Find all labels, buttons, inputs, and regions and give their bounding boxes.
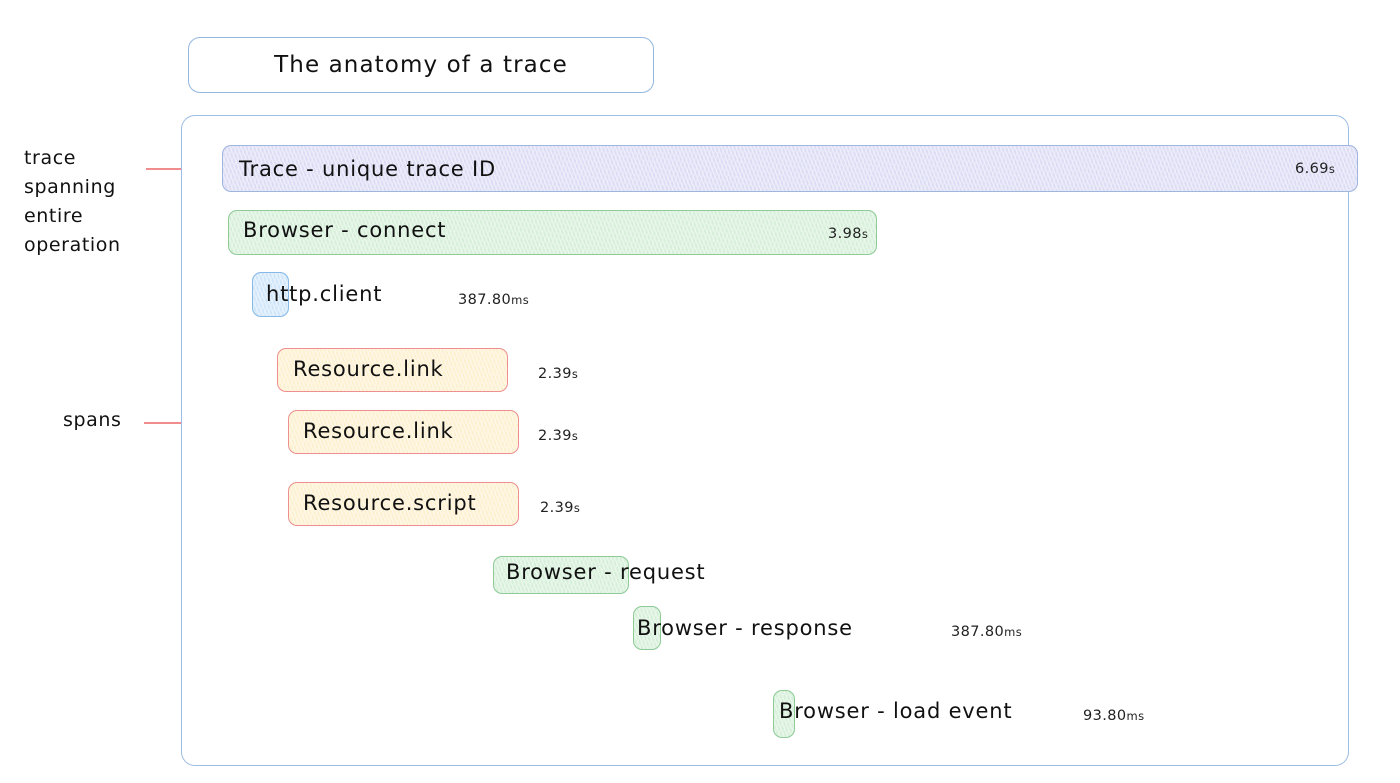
span-duration-http-client: 387.80ms	[458, 292, 530, 308]
span-bar-http-client[interactable]	[252, 272, 289, 317]
span-label-resource-script: Resource.script	[303, 491, 477, 515]
page-title: The anatomy of a trace	[274, 52, 568, 78]
annotation-trace-label: trace spanning entire operation	[24, 147, 121, 256]
spans-leader-horizontal-line	[144, 422, 214, 424]
span-bar-browser-response[interactable]	[633, 606, 661, 650]
span-duration-browser-connect: 3.98s	[828, 226, 869, 242]
span-duration-resource-script: 2.39s	[540, 500, 581, 516]
span-bar-resource-link-2[interactable]	[288, 410, 519, 454]
span-label-browser-connect: Browser - connect	[243, 218, 447, 242]
span-bar-browser-load-event[interactable]	[773, 690, 795, 738]
span-bar-resource-script[interactable]	[288, 482, 519, 526]
diagram-title-card: The anatomy of a trace	[188, 37, 654, 93]
span-label-resource-link-1: Resource.link	[293, 357, 444, 381]
span-bar-resource-link-1[interactable]	[277, 348, 508, 392]
span-label-browser-request: Browser - request	[506, 560, 706, 584]
span-duration-resource-link-1: 2.39s	[538, 366, 579, 382]
span-duration-resource-link-2: 2.39s	[538, 428, 579, 444]
span-label-browser-load-event: Browser - load event	[779, 699, 1013, 723]
span-duration-browser-response: 387.80ms	[951, 624, 1023, 640]
span-duration-trace: 6.69s	[1295, 161, 1336, 177]
span-bar-browser-connect[interactable]	[228, 210, 877, 255]
span-label-resource-link-2: Resource.link	[303, 419, 454, 443]
span-label-http-client: http.client	[266, 282, 383, 306]
span-label-trace: Trace - unique trace ID	[239, 157, 496, 181]
span-bar-trace[interactable]	[222, 145, 1358, 192]
span-label-browser-response: Browser - response	[637, 616, 853, 640]
span-bar-browser-request[interactable]	[493, 556, 629, 594]
span-duration-browser-load-event: 93.80ms	[1083, 708, 1145, 724]
trace-leader-horizontal-line	[146, 168, 202, 170]
annotation-spans-label: spans	[63, 409, 122, 431]
